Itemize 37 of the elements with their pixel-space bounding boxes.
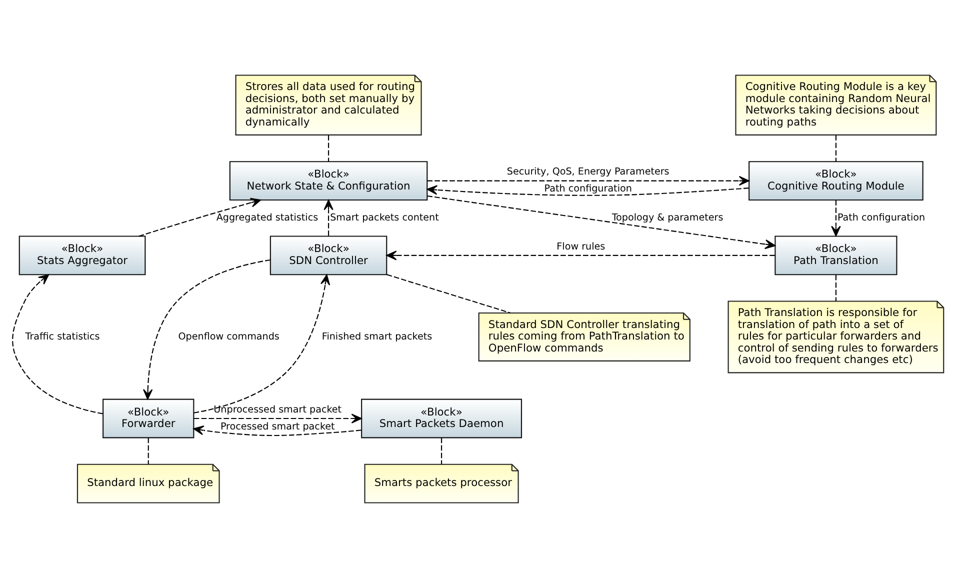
arrow <box>427 176 750 186</box>
arrow <box>194 274 330 414</box>
arrow <box>426 185 749 196</box>
node-box: «Block» Forwarder <box>102 398 194 438</box>
node-box: «Block» Cognitive Routing Module <box>748 161 924 201</box>
connector <box>386 274 510 314</box>
node-box: «Block» SDN Controller <box>270 236 388 276</box>
connector <box>148 438 149 464</box>
arrow <box>831 200 841 236</box>
node-box: «Block» Path Translation <box>774 236 898 276</box>
edge-label: Openflow commands <box>178 331 280 342</box>
edge-label: Unprocessed smart packet <box>214 404 342 416</box>
arrow <box>427 195 776 250</box>
edge-label: Traffic statistics <box>25 331 100 342</box>
edge-label: Finished smart packets <box>322 331 432 342</box>
edge-label: Flow rules <box>556 241 606 252</box>
edge-label: Smart packets content <box>330 212 439 224</box>
connector <box>328 135 330 162</box>
connector <box>441 438 442 464</box>
edge-label: Security, QoS, Energy Parameters <box>506 166 670 178</box>
arrow <box>12 274 103 414</box>
edge-label: Path configuration <box>837 212 926 224</box>
edge-label: Processed smart packet <box>220 421 335 432</box>
edge-label: Aggregated statistics <box>216 212 318 224</box>
edge-label: Topology & parameters <box>612 212 724 224</box>
arrow <box>194 414 362 424</box>
edge-label: Path configuration <box>544 184 632 195</box>
node-box: «Block» Network State & Configuration <box>229 161 428 201</box>
node-box: «Block» Smart Packets Daemon <box>361 398 522 438</box>
arrow <box>193 426 362 436</box>
node-box: «Block» Stats Aggregator <box>18 236 146 276</box>
arrow <box>142 259 270 400</box>
connector <box>835 274 836 302</box>
arrow <box>138 198 262 237</box>
connector <box>835 135 836 162</box>
arrow <box>386 250 775 260</box>
arrow <box>324 200 334 236</box>
